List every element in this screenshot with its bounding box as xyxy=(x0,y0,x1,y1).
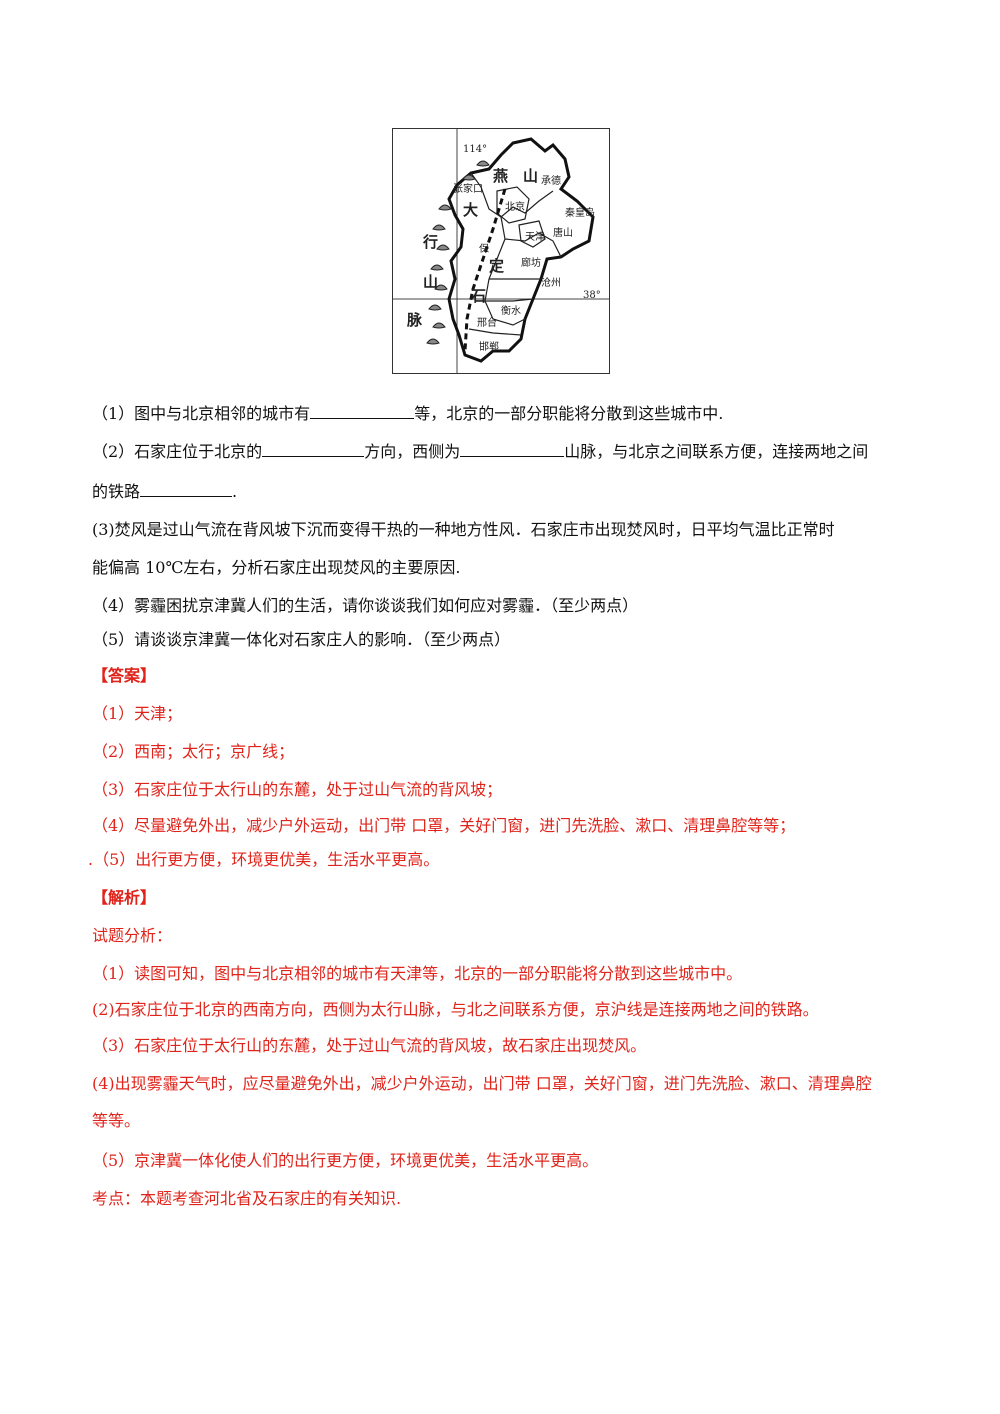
question-5: （5）请谈谈京津冀一体化对石家庄人的影响．（至少两点） xyxy=(92,629,510,651)
analysis-1: （1）读图可知，图中与北京相邻的城市有天津等，北京的一部分职能将分散到这些城市中… xyxy=(92,964,743,983)
question-3-line-1: (3)焚风是过山气流在背风坡下沉而变得干热的一种地方性风．石家庄市出现焚风时，日… xyxy=(92,519,835,541)
analysis-intro: 试题分析： xyxy=(92,926,173,945)
answer-heading: 【答案】 xyxy=(92,666,157,685)
answer-5: .（5）出行更方便，环境更优美，生活水平更高。 xyxy=(88,850,440,869)
map-label-cangzhou: 沧州 xyxy=(541,278,561,289)
answer-1: （1）天津； xyxy=(92,704,183,723)
question-1-text-b: 等，北京的一部分职能将分散到这些城市中. xyxy=(414,404,724,423)
analysis-3: （3）石家庄位于太行山的东麓，处于过山气流的背风坡，故石家庄出现焚风。 xyxy=(92,1036,647,1055)
answer-blank-2-direction xyxy=(262,440,365,457)
question-4: （4）雾霾困扰京津冀人们的生活，请你谈谈我们如何应对雾霾．（至少两点） xyxy=(92,595,638,617)
question-4-text: （4）雾霾困扰京津冀人们的生活，请你谈谈我们如何应对雾霾．（至少两点） xyxy=(92,596,639,615)
answer-blank-1 xyxy=(310,402,415,419)
map-label-da: 大 xyxy=(463,201,479,219)
map-label-tangshan: 唐山 xyxy=(553,228,573,239)
analysis-heading: 【解析】 xyxy=(92,888,157,907)
map-label-qinhuangdao: 秦皇岛 xyxy=(565,208,595,219)
question-5-text: （5）请谈谈京津冀一体化对石家庄人的影响．（至少两点） xyxy=(92,630,511,649)
analysis-5: （5）京津冀一体化使人们的出行更方便，环境更优美，生活水平更高。 xyxy=(92,1151,599,1170)
hebei-map-drawing xyxy=(393,129,609,373)
map-label-shan: 山 xyxy=(523,167,539,185)
kaodian-note: 考点：本题考查河北省及石家庄的有关知识. xyxy=(92,1189,402,1208)
question-3-text-a: (3)焚风是过山气流在背风坡下沉而变得干热的一种地方性风．石家庄市出现焚风时，日… xyxy=(92,520,835,539)
map-label-bao: 保 xyxy=(479,244,489,255)
latitude-label: 38° xyxy=(583,290,601,301)
question-2: （2）石家庄位于北京的 方向，西侧为 山脉，与北京之间联系方便，连接两地之间 xyxy=(92,440,868,463)
map-label-hengshui: 衡水 xyxy=(501,306,521,317)
hebei-map-figure: 114° 38° 张家口 燕 山 承德 大 北京 秦皇岛 唐山 天津 行 保 定… xyxy=(392,128,610,374)
question-2-text-e: . xyxy=(232,482,238,501)
map-label-hang: 行 xyxy=(423,233,439,251)
map-label-langfang: 廊坊 xyxy=(521,258,541,269)
question-2-continued: 的铁路. xyxy=(92,480,237,503)
answer-4: （4）尽量避免外出，减少户外运动，出门带 口罩，关好门窗，进门先洗脸、漱口、清理… xyxy=(92,816,796,835)
analysis-2: (2)石家庄位于北京的西南方向，西侧为太行山脉，与北之间联系方便，京沪线是连接两… xyxy=(92,1000,819,1019)
question-2-text-b: 方向，西侧为 xyxy=(364,442,461,461)
longitude-label: 114° xyxy=(463,144,488,155)
question-2-text-c: 山脉，与北京之间联系方便，连接两地之间 xyxy=(564,442,869,461)
map-label-tianjin: 天津 xyxy=(525,232,545,243)
map-label-ding: 定 xyxy=(489,257,505,275)
map-label-zhangjiakou: 张家口 xyxy=(453,184,483,195)
question-1-text-a: （1）图中与北京相邻的城市有 xyxy=(92,404,311,423)
question-3-line-2: 能偏高 10℃左右，分析石家庄出现焚风的主要原因. xyxy=(92,557,460,579)
question-1: （1）图中与北京相邻的城市有 等，北京的一部分职能将分散到这些城市中. xyxy=(92,402,723,425)
answer-3: （3）石家庄位于太行山的东麓，处于过山气流的背风坡； xyxy=(92,780,503,799)
map-label-chengde: 承德 xyxy=(541,176,561,187)
map-label-xingtai: 邢台 xyxy=(477,318,497,329)
map-label-shijiazhuang: 石 xyxy=(471,287,487,305)
answer-blank-2-mountain xyxy=(460,440,565,457)
map-label-shan2: 山 xyxy=(423,273,439,291)
analysis-4-line-2: 等等。 xyxy=(92,1111,141,1130)
map-label-mai: 脉 xyxy=(407,311,423,329)
question-2-text-a: （2）石家庄位于北京的 xyxy=(92,442,263,461)
map-label-yan: 燕 xyxy=(493,167,509,185)
question-2-text-d: 的铁路 xyxy=(92,482,141,501)
map-label-beijing: 北京 xyxy=(505,202,525,213)
answer-blank-2-railway xyxy=(140,480,233,497)
analysis-4-line-1: (4)出现雾霾天气时，应尽量避免外出，减少户外运动，出门带 口罩，关好门窗，进门… xyxy=(92,1074,872,1093)
answer-2: （2）西南；太行；京广线； xyxy=(92,742,295,761)
map-label-handan: 邯郸 xyxy=(479,342,499,353)
question-3-text-b: 能偏高 10℃左右，分析石家庄出现焚风的主要原因. xyxy=(92,558,461,577)
